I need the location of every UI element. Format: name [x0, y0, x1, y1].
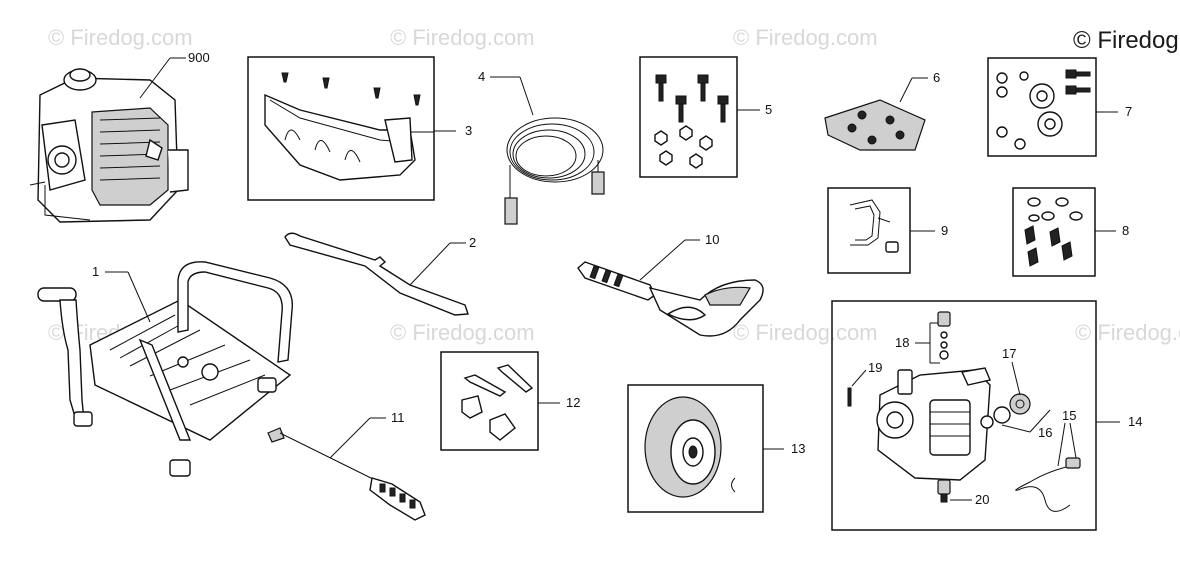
callout-20: 20 [975, 492, 989, 507]
engine-illustration [29, 68, 189, 223]
handle-bar-illustration [284, 232, 469, 316]
leader-line [899, 77, 913, 103]
shield-kit-illustration [264, 72, 421, 181]
leader-line [1029, 409, 1051, 433]
kit-box-8 [1012, 187, 1096, 277]
callout-18: 18 [895, 335, 909, 350]
bolt-kit-5-illustration [654, 74, 729, 169]
callout-900: 900 [188, 50, 210, 65]
hook-kit-illustration [849, 199, 899, 253]
callout-12: 12 [566, 395, 580, 410]
wheel-illustration [644, 396, 736, 498]
frame-illustration [37, 261, 294, 477]
callout-17: 17 [1002, 346, 1016, 361]
watermark: © Firedog.com [48, 25, 193, 50]
callout-15: 15 [1062, 408, 1076, 423]
kit-box-12 [440, 351, 539, 451]
callout-5: 5 [765, 102, 772, 117]
callout-7: 7 [1125, 104, 1132, 119]
watermark: © Firedog.com [733, 25, 878, 50]
leader-line [519, 76, 534, 116]
leader-line [639, 239, 686, 281]
screw-kit-illustration [1024, 197, 1083, 267]
callout-19: 19 [868, 360, 882, 375]
kit-box-7 [987, 57, 1097, 157]
callout-8: 8 [1122, 223, 1129, 238]
leader-line [1057, 422, 1066, 467]
leader-line [1069, 422, 1077, 459]
leader-line [329, 417, 371, 459]
callout-10: 10 [705, 232, 719, 247]
kit-box-3 [247, 56, 435, 201]
callout-1: 1 [92, 264, 99, 279]
hose-illustration [504, 117, 605, 225]
callout-11: 11 [391, 410, 405, 425]
watermark: © Firedog.com [390, 320, 535, 345]
kit-box-5 [639, 56, 738, 178]
hardware-bag-illustration [824, 99, 926, 151]
leader-line [127, 271, 151, 323]
callout-14: 14 [1128, 414, 1142, 429]
leader-line [851, 369, 867, 387]
watermark: © Firedog.com [733, 320, 878, 345]
callout-9: 9 [941, 223, 948, 238]
leader-line [409, 242, 451, 286]
wand-illustration [267, 427, 426, 521]
spray-gun-illustration [577, 261, 764, 337]
pump-illustration [847, 311, 1081, 512]
copyright-brand: © Firedog [1073, 27, 1179, 54]
watermark: © Firedog.com [1075, 320, 1180, 345]
callout-16: 16 [1038, 425, 1052, 440]
leader-line [1011, 361, 1021, 396]
bearing-kit-illustration [996, 69, 1091, 150]
callout-13: 13 [791, 441, 805, 456]
kit-box-14 [831, 300, 1097, 531]
leader-line [139, 57, 171, 99]
callout-6: 6 [933, 70, 940, 85]
knob-kit-illustration [461, 364, 534, 441]
callout-3: 3 [465, 123, 472, 138]
watermark: © Firedog.com [390, 25, 535, 50]
leader-line [1001, 424, 1031, 433]
callout-4: 4 [478, 69, 485, 84]
callout-2: 2 [469, 235, 476, 250]
